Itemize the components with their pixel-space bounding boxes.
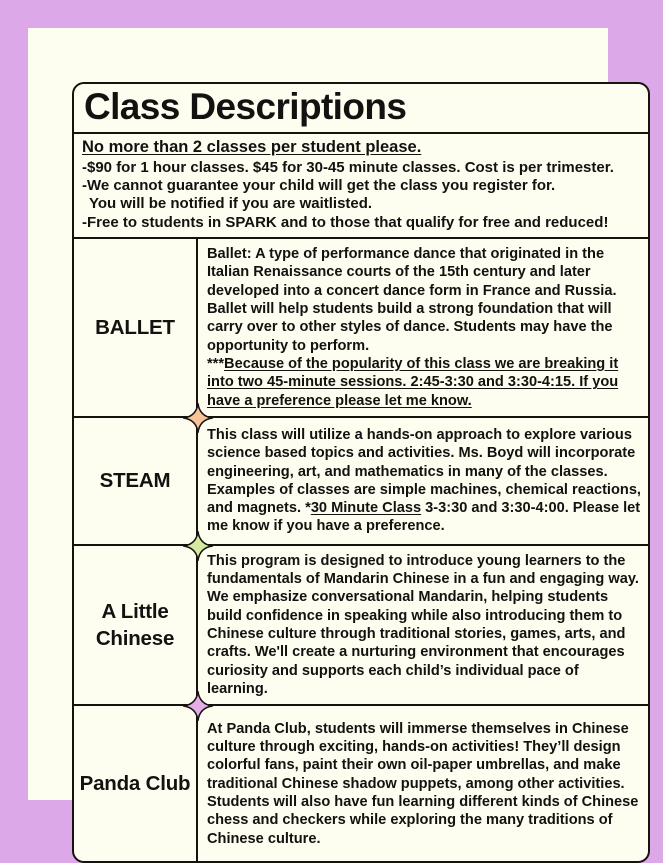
class-desc-cell-a-little-chinese: This program is designed to introduce yo… — [198, 546, 648, 705]
class-name-cell-a-little-chinese: A Little Chinese — [74, 545, 198, 705]
class-descriptions-document: Class Descriptions No more than 2 classe… — [72, 82, 650, 863]
ballet-desc-main: Ballet: A type of performance dance that… — [207, 246, 617, 354]
class-description-a-little-chinese: This program is designed to introduce yo… — [207, 552, 639, 698]
class-name-ballet: BALLET — [95, 315, 175, 339]
notes-box: No more than 2 classes per student pleas… — [72, 133, 650, 240]
steam-desc-main: This class will utilize a hands-on appro… — [207, 426, 641, 517]
class-description-panda-club: At Panda Club, students will immerse the… — [207, 720, 639, 847]
class-desc-cell-steam: This class will utilize a hands-on appro… — [198, 418, 648, 544]
note-line-guarantee: -We cannot guarantee your child will get… — [82, 177, 556, 195]
class-name-a-little-chinese: A Little Chinese — [95, 599, 175, 651]
paper-sheet: Class Descriptions No more than 2 classe… — [28, 28, 650, 863]
class-name-steam: STEAM — [99, 469, 171, 493]
class-name-cell-panda-club: Panda Club — [74, 706, 198, 862]
class-desc-cell-panda-club: At Panda Club, students will immerse the… — [198, 706, 648, 861]
ballet-desc-underlined: Because of the popularity of this class … — [207, 355, 619, 409]
class-desc-cell-ballet: Ballet: A type of performance dance that… — [198, 239, 648, 416]
class-name-panda-club: Panda Club — [79, 772, 191, 796]
class-description-ballet: Ballet: A type of performance dance that… — [207, 245, 641, 410]
class-description-steam: This class will utilize a hands-on appro… — [207, 426, 641, 536]
class-name-cell-ballet: BALLET — [74, 239, 198, 416]
ballet-desc-marker: *** — [207, 355, 225, 372]
table-row: BALLET Ballet: A type of performance dan… — [74, 239, 648, 433]
steam-desc-tail: 3-3:30 and 3:30-4:00. Please let me know… — [207, 500, 641, 535]
class-table: BALLET Ballet: A type of performance dan… — [72, 239, 650, 863]
steam-desc-underlined: 30 Minute Class — [310, 500, 422, 517]
table-row: STEAM This class will utilize a hands-on… — [74, 417, 648, 561]
table-row: A Little Chinese This program is designe… — [74, 545, 648, 722]
class-name-cell-steam: STEAM — [74, 417, 198, 544]
note-line-waitlist: You will be notified if you are waitlist… — [89, 195, 373, 213]
notes-heading: No more than 2 classes per student pleas… — [82, 137, 422, 156]
note-line-pricing: -$90 for 1 hour classes. $45 for 30-45 m… — [82, 158, 614, 176]
table-row: Panda Club At Panda Club, students will … — [74, 706, 648, 862]
note-line-spark: -Free to students in SPARK and to those … — [82, 213, 609, 231]
page-title: Class Descriptions — [84, 86, 407, 127]
title-box: Class Descriptions — [72, 82, 650, 134]
